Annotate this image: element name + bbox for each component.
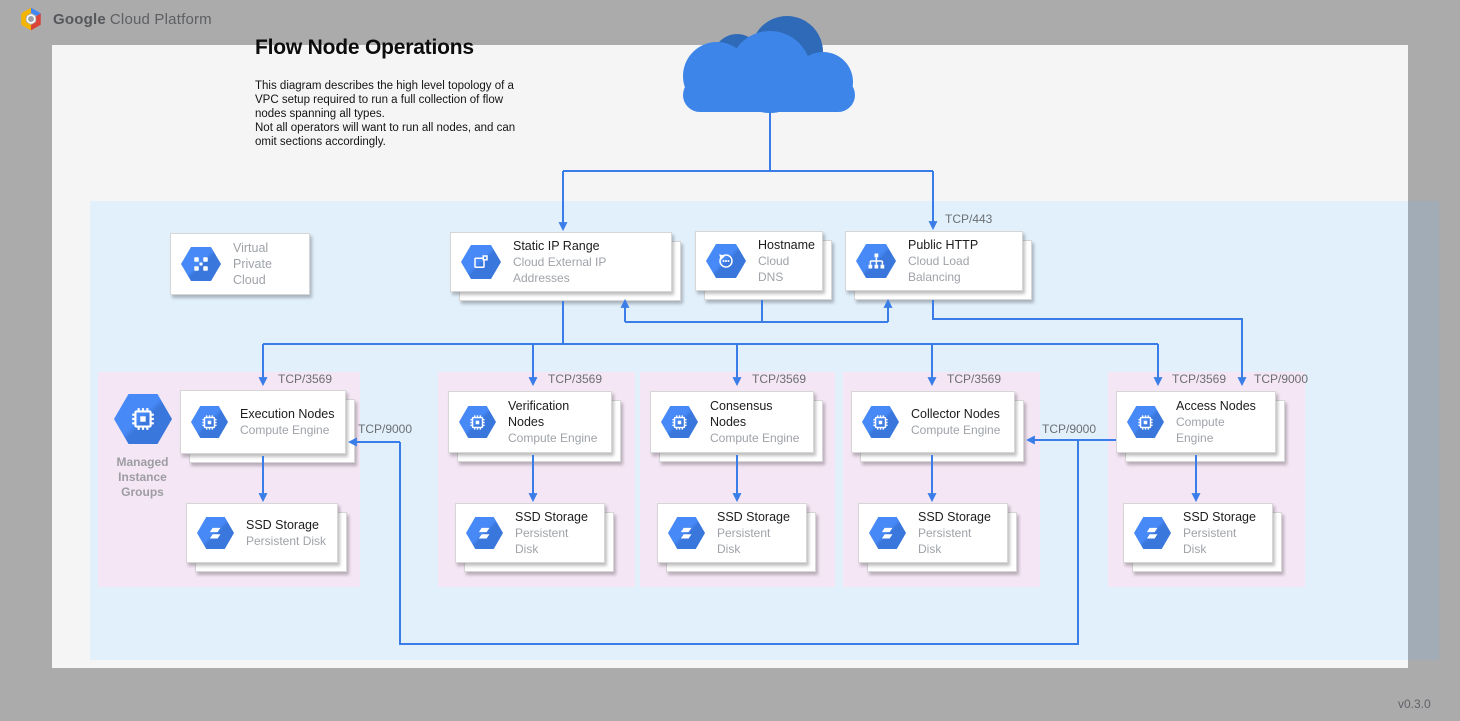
compute-card-subtitle: Compute Engine: [240, 423, 330, 437]
managed-instance-groups-icon: [114, 394, 172, 444]
description-line: This diagram describes the high level to…: [255, 80, 514, 92]
vpc-card-line2: Private Cloud: [233, 257, 272, 287]
compute-card-subtitle: Compute Engine: [911, 423, 1001, 437]
port-label-tcp3569: TCP/3569: [548, 372, 603, 386]
compute-card-title: Execution Nodes: [240, 407, 335, 421]
cloud-dns-icon: [706, 244, 746, 278]
persistent-disk-icon: [466, 517, 503, 549]
mig-label-line: Groups: [121, 485, 164, 499]
public-http-title: Public HTTP: [908, 238, 979, 252]
load-balancing-icon: [856, 244, 896, 278]
collector-ssd-card: SSD Storage Persistent Disk: [858, 503, 1017, 572]
storage-card-title: SSD Storage: [1183, 510, 1256, 524]
mig-label-line: Managed: [116, 455, 169, 469]
static-ip-title: Static IP Range: [513, 239, 600, 253]
hostname-title: Hostname: [758, 238, 815, 252]
hostname-subtitle: Cloud DNS: [758, 254, 790, 284]
description-line: omit sections accordingly.: [255, 136, 386, 148]
public-http-subtitle: Cloud Load Balancing: [908, 254, 970, 284]
consensus-nodes-card: Consensus Nodes Compute Engine: [650, 391, 823, 462]
brand-cloud-platform: Cloud Platform: [109, 10, 212, 28]
compute-engine-icon: [661, 406, 698, 438]
port-label-tcp3569: TCP/3569: [752, 372, 807, 386]
compute-card-subtitle: Compute Engine: [1176, 415, 1225, 445]
storage-card-subtitle: Persistent Disk: [918, 526, 972, 556]
persistent-disk-icon: [668, 517, 705, 549]
port-label-tcp443: TCP/443: [945, 212, 993, 226]
port-label-tcp3569: TCP/3569: [278, 372, 333, 386]
description-line: nodes spanning all types.: [255, 108, 385, 120]
storage-card-title: SSD Storage: [515, 510, 588, 524]
compute-card-title: Access Nodes: [1176, 399, 1256, 413]
compute-card-subtitle: Compute Engine: [508, 431, 598, 445]
port-label-tcp9000: TCP/9000: [1042, 422, 1097, 436]
managed-instance-groups-label: Managed Instance Groups: [100, 455, 185, 500]
gcp-hexagon-logo-icon: [18, 6, 44, 32]
description-line: Not all operators will want to run all n…: [255, 122, 516, 134]
vpc-zone-overflow-edge: [1408, 201, 1439, 660]
brand-google: Google: [53, 10, 106, 28]
storage-card-subtitle: Persistent Disk: [717, 526, 771, 556]
port-label-tcp9000: TCP/9000: [358, 422, 413, 436]
port-label-tcp3569: TCP/3569: [947, 372, 1002, 386]
description-line: VPC setup required to run a full collect…: [255, 94, 504, 106]
compute-engine-icon: [459, 406, 496, 438]
compute-card-title: Consensus Nodes: [710, 399, 773, 429]
static-ip-range-card: Static IP Range Cloud External IP Addres…: [450, 232, 681, 301]
compute-card-subtitle: Compute Engine: [710, 431, 800, 445]
compute-card-title: Verification Nodes: [508, 399, 570, 429]
port-label-tcp3569: TCP/3569: [1172, 372, 1227, 386]
persistent-disk-icon: [197, 517, 234, 549]
vpc-card-line1: Virtual: [233, 241, 269, 255]
access-ssd-card: SSD Storage Persistent Disk: [1123, 503, 1282, 572]
page-title: Flow Node Operations: [255, 36, 474, 59]
virtual-private-cloud-icon: [181, 247, 221, 281]
verification-nodes-card: Verification Nodes Compute Engine: [448, 391, 621, 462]
public-http-card: Public HTTP Cloud Load Balancing: [845, 231, 1032, 300]
storage-card-subtitle: Persistent Disk: [1183, 526, 1237, 556]
compute-card-title: Collector Nodes: [911, 407, 1000, 421]
collector-nodes-card: Collector Nodes Compute Engine: [851, 391, 1024, 462]
persistent-disk-icon: [869, 517, 906, 549]
verification-ssd-card: SSD Storage Persistent Disk: [455, 503, 614, 572]
version-label: v0.3.0: [1398, 697, 1431, 711]
external-ip-icon: [461, 245, 501, 279]
hostname-card: Hostname Cloud DNS: [695, 231, 832, 300]
storage-card-subtitle: Persistent Disk: [515, 526, 569, 556]
access-nodes-card: Access Nodes Compute Engine: [1116, 391, 1285, 462]
execution-nodes-card: Execution Nodes Compute Engine: [180, 390, 355, 463]
port-label-tcp9000: TCP/9000: [1254, 372, 1309, 386]
storage-card-title: SSD Storage: [246, 518, 319, 532]
page-description: This diagram describes the high level to…: [255, 79, 515, 149]
execution-ssd-card: SSD Storage Persistent Disk: [186, 503, 347, 572]
consensus-ssd-card: SSD Storage Persistent Disk: [657, 503, 816, 572]
compute-engine-icon: [862, 406, 899, 438]
mig-label-line: Instance: [118, 470, 167, 484]
storage-card-title: SSD Storage: [717, 510, 790, 524]
persistent-disk-icon: [1134, 517, 1171, 549]
compute-engine-icon: [191, 406, 228, 438]
virtual-private-cloud-card: Virtual Private Cloud: [170, 233, 310, 295]
internet-cloud-icon: [675, 14, 870, 119]
storage-card-title: SSD Storage: [918, 510, 991, 524]
compute-engine-icon: [1127, 406, 1164, 438]
storage-card-subtitle: Persistent Disk: [246, 534, 327, 548]
static-ip-subtitle: Cloud External IP Addresses: [513, 255, 607, 285]
